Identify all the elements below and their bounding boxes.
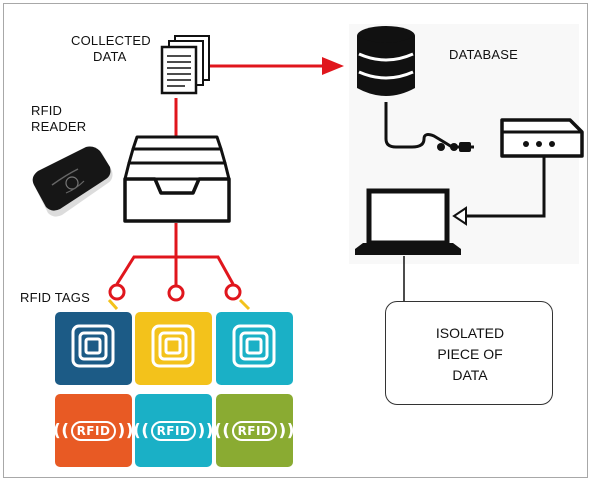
- rfid-badge-tile-green: ((RFID)): [214, 394, 295, 467]
- isolated-data-box: ISOLATED PIECE OF DATA: [385, 301, 553, 405]
- rfid-badge-tile-orange: ((RFID)): [53, 394, 134, 467]
- database-label: DATABASE: [449, 47, 519, 62]
- inbox-tray-icon: [123, 135, 231, 223]
- rfid-badge: ((RFID)): [53, 420, 134, 441]
- rfid-reader-label: RFID READER: [31, 103, 87, 134]
- tag-branch-left: [115, 255, 176, 285]
- rfid-badge: ((RFID)): [133, 420, 214, 441]
- arrow-head-icon: [452, 206, 467, 226]
- rfid-antenna-icon: [151, 324, 195, 368]
- arrow-head-icon: [322, 57, 344, 75]
- diagram-frame: COLLECTED DATA DATABASE RFID READER RFID…: [3, 3, 588, 478]
- router-to-laptop-link: [466, 157, 546, 218]
- rfid-antenna-icon: [232, 324, 276, 368]
- tag-branch-right: [176, 255, 235, 285]
- rfid-badge-tile-teal: ((RFID)): [133, 394, 214, 467]
- rfid-tag-tile-navy: [55, 312, 132, 385]
- rfid-reader-icon: [32, 146, 113, 217]
- collected-data-label: COLLECTED DATA: [71, 33, 151, 64]
- cable: [384, 102, 474, 149]
- rfid-tags-label: RFID TAGS: [20, 290, 90, 305]
- documents-icon: [160, 35, 210, 95]
- rfid-antenna-icon: [71, 324, 115, 368]
- database-icon: [357, 26, 415, 96]
- rfid-tag-tile-yellow: [135, 312, 212, 385]
- rfid-badge: ((RFID)): [214, 420, 295, 441]
- router-icon: [500, 118, 584, 158]
- laptop-icon: [355, 188, 461, 255]
- isolated-data-text: ISOLATED PIECE OF DATA: [435, 325, 505, 383]
- rfid-tag-tile-teal: [216, 312, 293, 385]
